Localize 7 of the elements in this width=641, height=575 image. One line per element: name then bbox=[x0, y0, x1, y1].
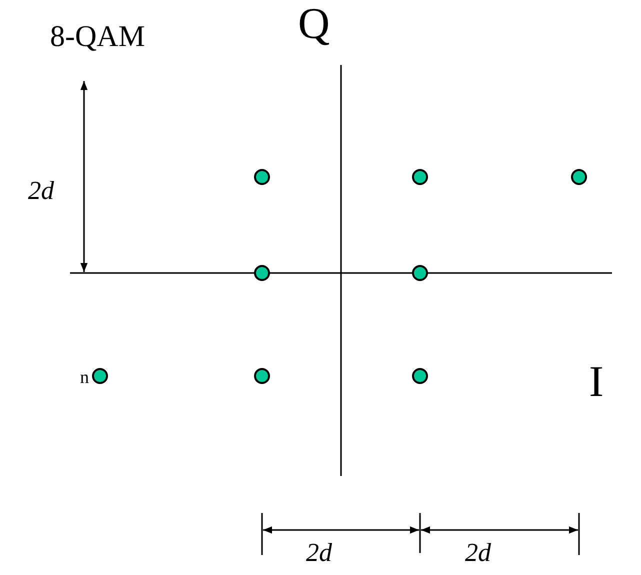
text-fragment: n bbox=[80, 368, 89, 386]
axis-label: I bbox=[589, 360, 604, 404]
axis-label: Q bbox=[298, 2, 330, 46]
dimension-label: 2d bbox=[306, 540, 332, 566]
dimension-label: 2d bbox=[28, 178, 54, 204]
dimension-label: 2d bbox=[465, 540, 491, 566]
title-label: 8-QAM bbox=[50, 22, 145, 52]
